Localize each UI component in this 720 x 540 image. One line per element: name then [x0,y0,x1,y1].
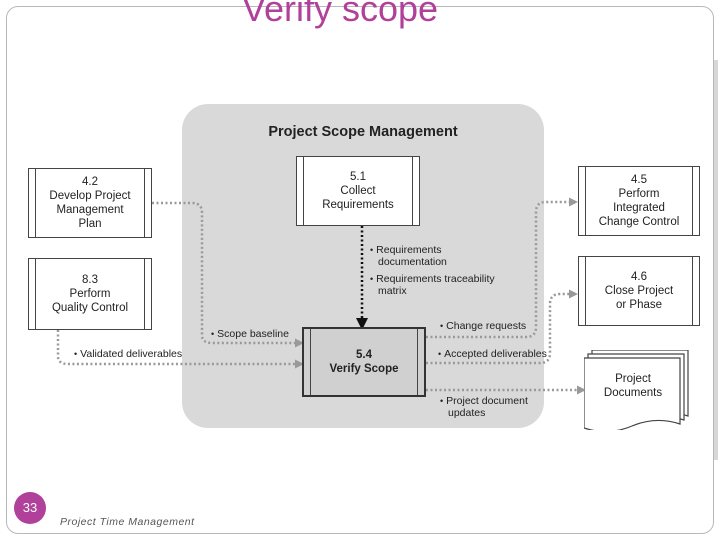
bullet: • [438,349,442,359]
box-number: 4.6 [631,271,647,283]
flow-change-requests [426,197,578,339]
docs-label-line: Documents [603,387,663,399]
box-collect-requirements: 5.1 Collect Requirements [296,156,420,226]
box-number: 5.4 [356,349,372,361]
bullet: • [370,245,374,255]
bullet: • [440,396,444,406]
box-perform-integrated-change-control: 4.5 Perform Integrated Change Control [578,166,700,236]
label-scope-baseline: •Scope baseline [211,328,289,340]
page-number-badge: 33 [14,492,46,524]
box-label-line: Quality Control [51,302,129,314]
bullet: • [440,321,444,331]
label-change-requests: •Change requests [440,320,527,332]
box-label-line: Perform [618,188,660,200]
slide-title: Verify scope [241,0,439,29]
box-number: 4.2 [82,176,98,188]
box-develop-project-management-plan: 4.2 Develop Project Management Plan [28,168,152,238]
box-label-line: Collect [340,185,376,197]
box-close-project-or-phase: 4.6 Close Project or Phase [578,256,700,326]
box-number: 5.1 [350,171,366,183]
flow-scope-baseline [152,201,304,348]
box-number: 4.5 [631,174,647,186]
bullet: • [211,329,215,339]
project-documents-icon [584,350,689,430]
box-label-line: Change Control [598,216,680,228]
docs-label-line: Project [615,373,651,385]
box-label-line: Requirements [322,199,394,211]
label-requirements-documentation: •Requirements documentation [370,244,447,268]
box-number: 8.3 [82,274,98,286]
flow-accepted-deliverables [426,289,578,365]
footer-text: Project Time Management [60,516,195,528]
label-project-document-updates: •Project document updates [440,395,528,419]
label-accepted-deliverables: •Accepted deliverables [438,348,547,360]
box-label-line: Verify Scope [329,363,399,375]
box-label-line: Management [56,204,124,216]
box-label-line: Develop Project [49,190,131,202]
box-verify-scope: 5.4 Verify Scope [302,327,426,397]
slide-edge-stripe [714,60,718,460]
bullet: • [370,274,374,284]
label-validated-deliverables: •Validated deliverables [74,348,183,360]
box-label-line: Perform [69,288,111,300]
box-label-line: Close Project [604,285,674,297]
project-documents-label: Project Documents [584,372,682,400]
label-requirements-traceability-matrix: •Requirements traceability matrix [370,273,495,297]
box-label-line: or Phase [615,299,663,311]
panel-title: Project Scope Management [268,124,458,140]
box-perform-quality-control: 8.3 Perform Quality Control [28,258,152,330]
box-label-line: Integrated [613,202,665,214]
bullet: • [74,349,78,359]
flow-validated-deliverables [56,330,304,369]
box-label-line: Plan [78,218,102,230]
